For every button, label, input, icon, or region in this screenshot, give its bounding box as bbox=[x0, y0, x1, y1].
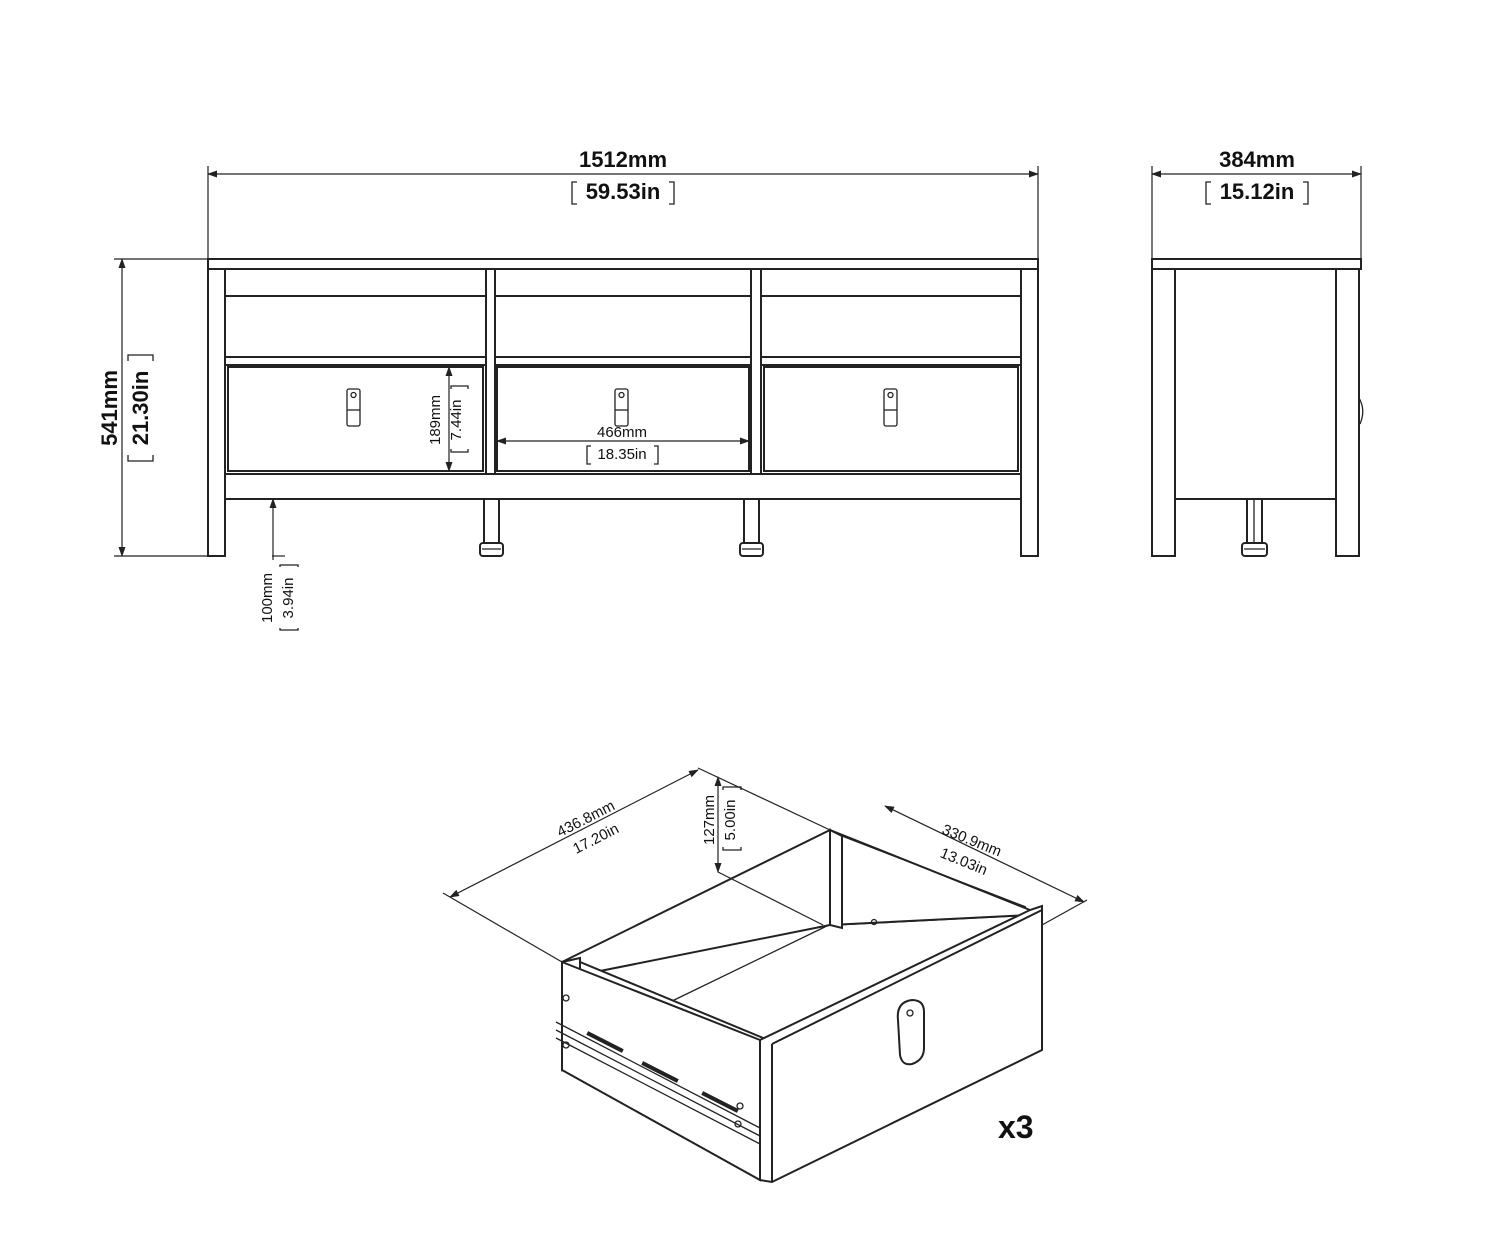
drawer-front-middle bbox=[496, 366, 750, 472]
drawer-height-in-label: 7.44in bbox=[448, 400, 465, 441]
dimension-drawer-height: 189mm 7.44in bbox=[427, 366, 469, 472]
quantity-label: x3 bbox=[998, 1109, 1034, 1145]
bottom-rail bbox=[224, 473, 1022, 500]
drawer-depth-height-mm-label: 127mm bbox=[701, 795, 718, 845]
height-in-label: 21.30in bbox=[128, 371, 153, 446]
side-back-leg bbox=[1335, 268, 1360, 557]
drawer-front-left bbox=[227, 366, 484, 472]
divider-right bbox=[750, 268, 762, 475]
center-leg-right bbox=[739, 498, 764, 557]
dimension-depth: 384mm 15.12in bbox=[1151, 147, 1362, 259]
handle-icon bbox=[883, 388, 898, 427]
dimension-height: 541mm 21.30in bbox=[97, 258, 208, 557]
shelf-middle bbox=[494, 356, 752, 366]
handle-icon bbox=[896, 998, 925, 1066]
shelf-right bbox=[760, 356, 1022, 366]
divider-left bbox=[485, 268, 496, 475]
top-board bbox=[207, 258, 1039, 270]
drawer-isometric bbox=[555, 828, 1043, 1184]
drawer-rail bbox=[555, 994, 761, 1145]
handle-icon bbox=[346, 388, 361, 427]
depth-mm-label: 384mm bbox=[1219, 147, 1295, 172]
leg-in-label: 3.94in bbox=[280, 578, 297, 619]
shelf-left bbox=[224, 356, 487, 366]
dimension-drawer-depth-height: 127mm 5.00in bbox=[701, 776, 824, 926]
handle-icon bbox=[614, 388, 629, 427]
side-handle bbox=[1358, 397, 1364, 425]
width-mm-label: 1512mm bbox=[579, 147, 667, 172]
side-top bbox=[1151, 258, 1362, 270]
drawer-depth-height-in-label: 5.00in bbox=[722, 800, 739, 841]
width-in-label: 59.53in bbox=[586, 179, 661, 204]
side-view bbox=[1151, 258, 1364, 557]
dimension-drawer-width: 466mm 18.35in bbox=[496, 424, 750, 465]
side-front-leg bbox=[1151, 268, 1176, 557]
front-view bbox=[207, 258, 1039, 557]
drawer-height-mm-label: 189mm bbox=[427, 395, 444, 445]
drawer-width-in-label: 18.35in bbox=[597, 446, 646, 463]
center-leg-left bbox=[479, 498, 504, 557]
right-side-panel bbox=[1020, 268, 1039, 557]
drawer-front-panel bbox=[759, 904, 1043, 1184]
dimension-width: 1512mm 59.53in bbox=[207, 147, 1039, 259]
left-side-panel bbox=[207, 268, 226, 557]
drawer-width-mm-label: 466mm bbox=[597, 424, 647, 441]
height-mm-label: 541mm bbox=[97, 370, 122, 446]
depth-in-label: 15.12in bbox=[1220, 179, 1295, 204]
side-center-leg bbox=[1241, 498, 1268, 557]
dimension-leg: 100mm 3.94in bbox=[259, 498, 299, 631]
leg-mm-label: 100mm bbox=[259, 573, 276, 623]
drawer-front-right bbox=[763, 366, 1019, 472]
